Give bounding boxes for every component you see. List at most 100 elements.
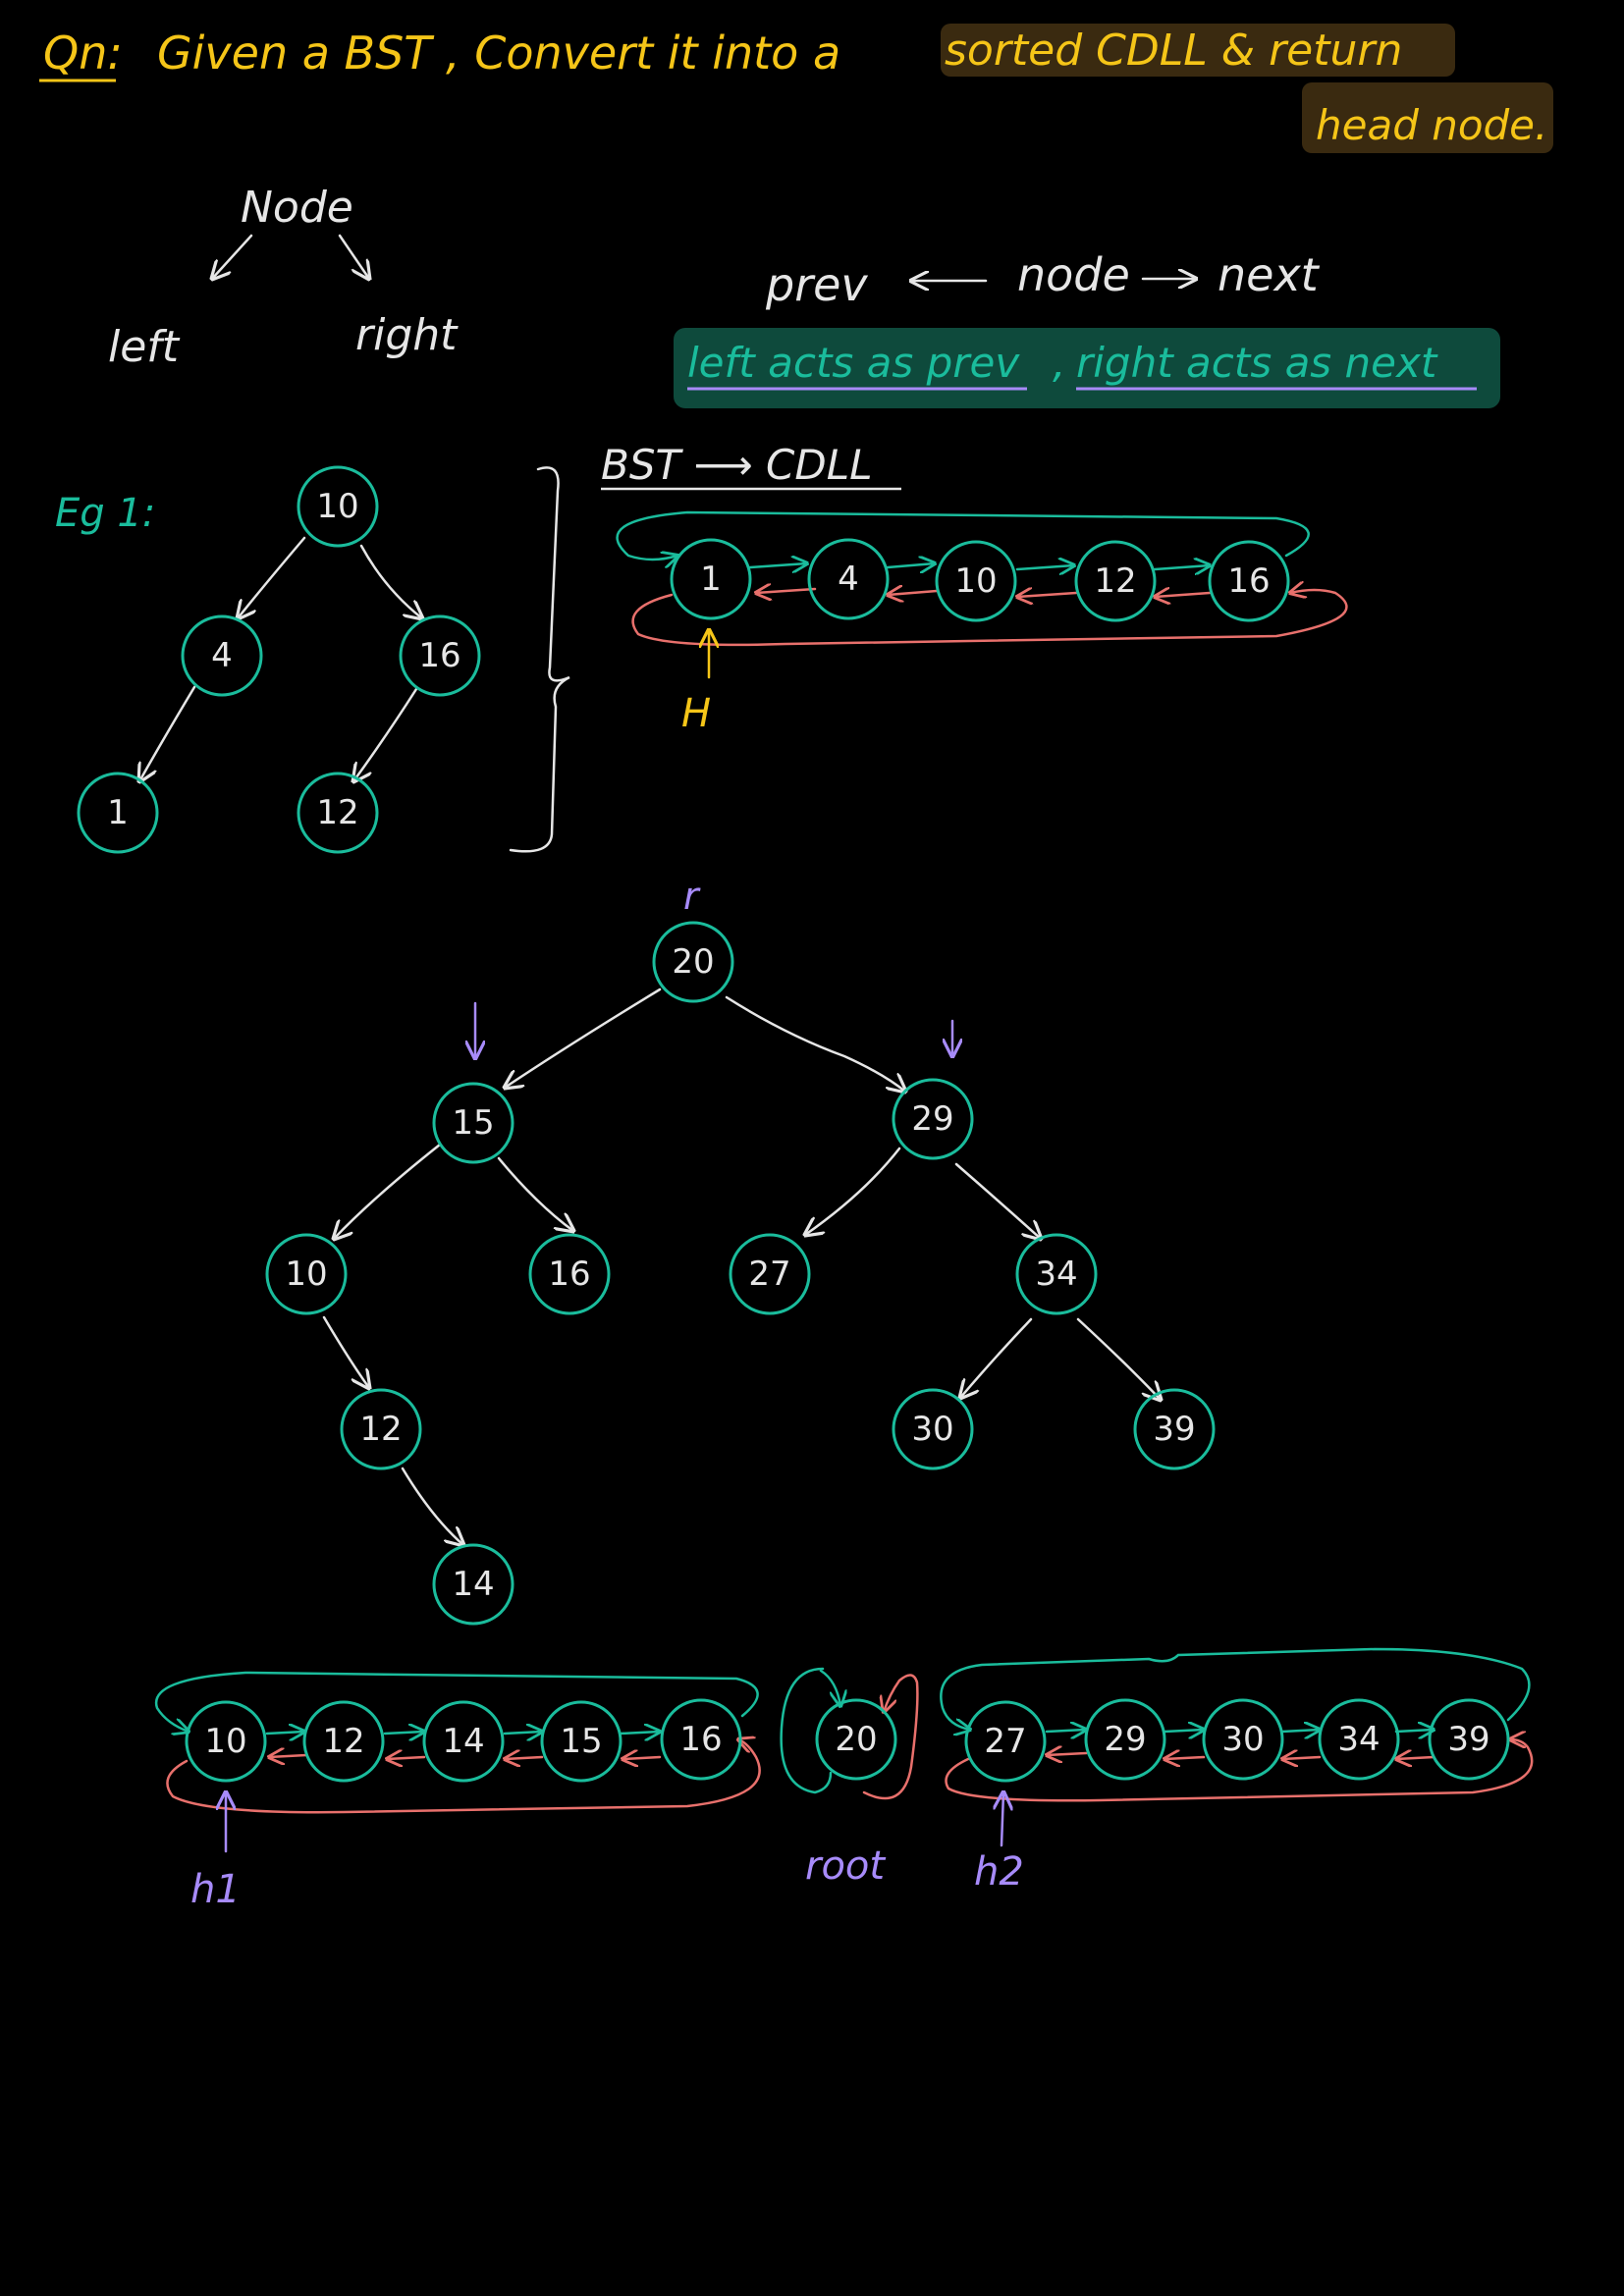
ex1-list-node-1-label: 1 — [700, 560, 722, 599]
question-prefix: Qn: — [43, 27, 123, 80]
dll-prev-label: prev — [765, 258, 868, 311]
ex2-left-wrap-next — [154, 1671, 759, 1732]
ex2-right-next-4 — [1394, 1730, 1434, 1732]
example-2-tree: r 20 15 29 10 — [265, 875, 1216, 1626]
question-highlight-2: head node. — [1316, 101, 1547, 149]
ex2-edge-10-12 — [322, 1315, 369, 1388]
ex2-left-next-3 — [503, 1732, 542, 1734]
ex2-tree-node-30-label: 30 — [911, 1410, 953, 1449]
ex1-tree-node-1: 1 — [77, 772, 159, 854]
ex2-root-marker: r — [683, 875, 701, 918]
ex2-tree-node-15-label: 15 — [452, 1103, 494, 1143]
node-concept-left-arrow — [212, 234, 253, 279]
ex2-right-links — [1047, 1730, 1434, 1759]
ex2-tree-node-14-label: 14 — [452, 1565, 494, 1604]
ex2-left-node-15: 15 — [540, 1700, 623, 1783]
ex2-tree-node-10-label: 10 — [285, 1255, 327, 1294]
ex2-root-node-20-label: 20 — [835, 1720, 877, 1759]
ex1-tree-node-4-label: 4 — [211, 636, 233, 675]
ex2-tree-node-39-label: 39 — [1153, 1410, 1195, 1449]
ex1-list-node-4: 4 — [807, 538, 890, 620]
ex2-h2-label: h2 — [974, 1849, 1024, 1895]
ex1-list-node-16-label: 16 — [1227, 561, 1270, 601]
ex2-tree-node-12-label: 12 — [359, 1410, 402, 1449]
ex2-left-prev-1 — [269, 1755, 308, 1757]
ex2-edge-29-34 — [954, 1162, 1041, 1239]
ex2-left-node-12: 12 — [302, 1700, 385, 1783]
ex2-tree-node-34-label: 34 — [1035, 1255, 1077, 1294]
ex2-edge-15-10 — [334, 1143, 442, 1239]
ex2-edge-15-16 — [497, 1156, 573, 1231]
ex1-tree-node-1-label: 1 — [107, 793, 129, 832]
ex2-right-node-29: 29 — [1084, 1698, 1166, 1781]
example1-tree-edges — [139, 536, 422, 781]
ex2-left-node-10-label: 10 — [204, 1722, 246, 1761]
highlight-head-node — [1302, 82, 1553, 153]
ex2-h1-label: h1 — [190, 1867, 241, 1912]
ex2-left-links — [265, 1732, 660, 1759]
ex1-link-prev-2 — [888, 591, 939, 595]
ex1-cdll-wrap-next — [616, 510, 1310, 560]
ex2-left-node-16: 16 — [660, 1698, 742, 1781]
ex2-tree-node-30: 30 — [892, 1388, 974, 1470]
ex2-tree-node-20: 20 — [652, 921, 734, 1003]
ex2-left-wrap-prev — [166, 1739, 761, 1814]
ex1-cdll-links — [748, 563, 1210, 597]
example1-label: Eg 1: — [55, 491, 155, 536]
ex2-right-prev-4 — [1396, 1757, 1435, 1759]
ex2-right-next-2 — [1163, 1730, 1204, 1732]
dll-next-label: next — [1218, 248, 1321, 301]
ex1-list-node-10: 10 — [935, 540, 1017, 622]
node-concept-root: Node — [241, 183, 353, 233]
ex2-left-prev-3 — [505, 1757, 544, 1759]
ex1-tree-node-10: 10 — [297, 465, 379, 548]
ex2-left-next-1 — [265, 1732, 304, 1734]
ex2-root-self-prev — [862, 1674, 919, 1800]
question-heading: Qn: Given a BST , Convert it into a sort… — [39, 24, 1553, 153]
ex2-right-node-34: 34 — [1318, 1698, 1400, 1781]
ex2-right-node-39: 39 — [1428, 1698, 1510, 1781]
ex2-right-wrap-prev — [945, 1739, 1534, 1802]
dll-node-label: node — [1017, 248, 1130, 301]
example-2-lists: 10 12 14 15 16 20 — [154, 1647, 1534, 1912]
ex2-tree-node-29: 29 — [892, 1078, 974, 1160]
ex2-left-prev-2 — [387, 1757, 426, 1759]
ex2-edge-29-27 — [805, 1147, 901, 1235]
ex1-tree-node-12-label: 12 — [316, 793, 358, 832]
ex2-root-node-20: 20 — [815, 1698, 897, 1781]
ex2-right-node-30: 30 — [1202, 1698, 1284, 1781]
ex2-edge-20-29 — [725, 995, 905, 1092]
ex1-tree-node-16-label: 16 — [418, 636, 460, 675]
ex2-root-self-next-tail — [819, 1669, 840, 1706]
ex2-right-node-39-label: 39 — [1447, 1720, 1489, 1759]
example1-brace — [509, 466, 570, 853]
ex2-left-node-10: 10 — [185, 1700, 267, 1783]
ex1-edge-10-4 — [238, 536, 306, 618]
ex2-edge-34-39 — [1076, 1317, 1161, 1400]
ex2-tree-node-16-label: 16 — [548, 1255, 590, 1294]
ex2-tree-node-29-label: 29 — [911, 1099, 953, 1139]
ex1-list-node-16: 16 — [1208, 540, 1290, 622]
ex2-tree-node-39: 39 — [1133, 1388, 1216, 1470]
ex2-right-next-1 — [1045, 1730, 1086, 1732]
ex1-link-prev-3 — [1017, 593, 1078, 597]
ex2-right-wrap-next — [940, 1647, 1531, 1730]
ex2-root-self-next — [780, 1667, 833, 1794]
ex1-link-next-1 — [748, 563, 807, 567]
ex2-tree-node-34: 34 — [1015, 1233, 1098, 1315]
question-highlight: sorted CDLL & return — [945, 26, 1402, 76]
ex2-right-node-30-label: 30 — [1221, 1720, 1264, 1759]
ex2-left-node-15-label: 15 — [560, 1722, 602, 1761]
ex1-head-label: H — [681, 691, 711, 736]
ex2-edge-12-14 — [401, 1467, 463, 1545]
dll-note-separator: , — [1053, 339, 1065, 387]
ex2-tree-node-16: 16 — [528, 1233, 611, 1315]
ex2-tree-node-15: 15 — [432, 1082, 514, 1164]
ex2-tree-edges — [322, 988, 1161, 1545]
ex2-h2-arrow — [1001, 1792, 1003, 1847]
ex2-right-prev-2 — [1164, 1757, 1206, 1759]
node-concept-left: left — [108, 322, 181, 372]
ex2-left-node-14-label: 14 — [442, 1722, 484, 1761]
ex1-edge-4-1 — [139, 685, 196, 781]
dll-concept: prev node next left acts as prev , right… — [674, 248, 1500, 408]
